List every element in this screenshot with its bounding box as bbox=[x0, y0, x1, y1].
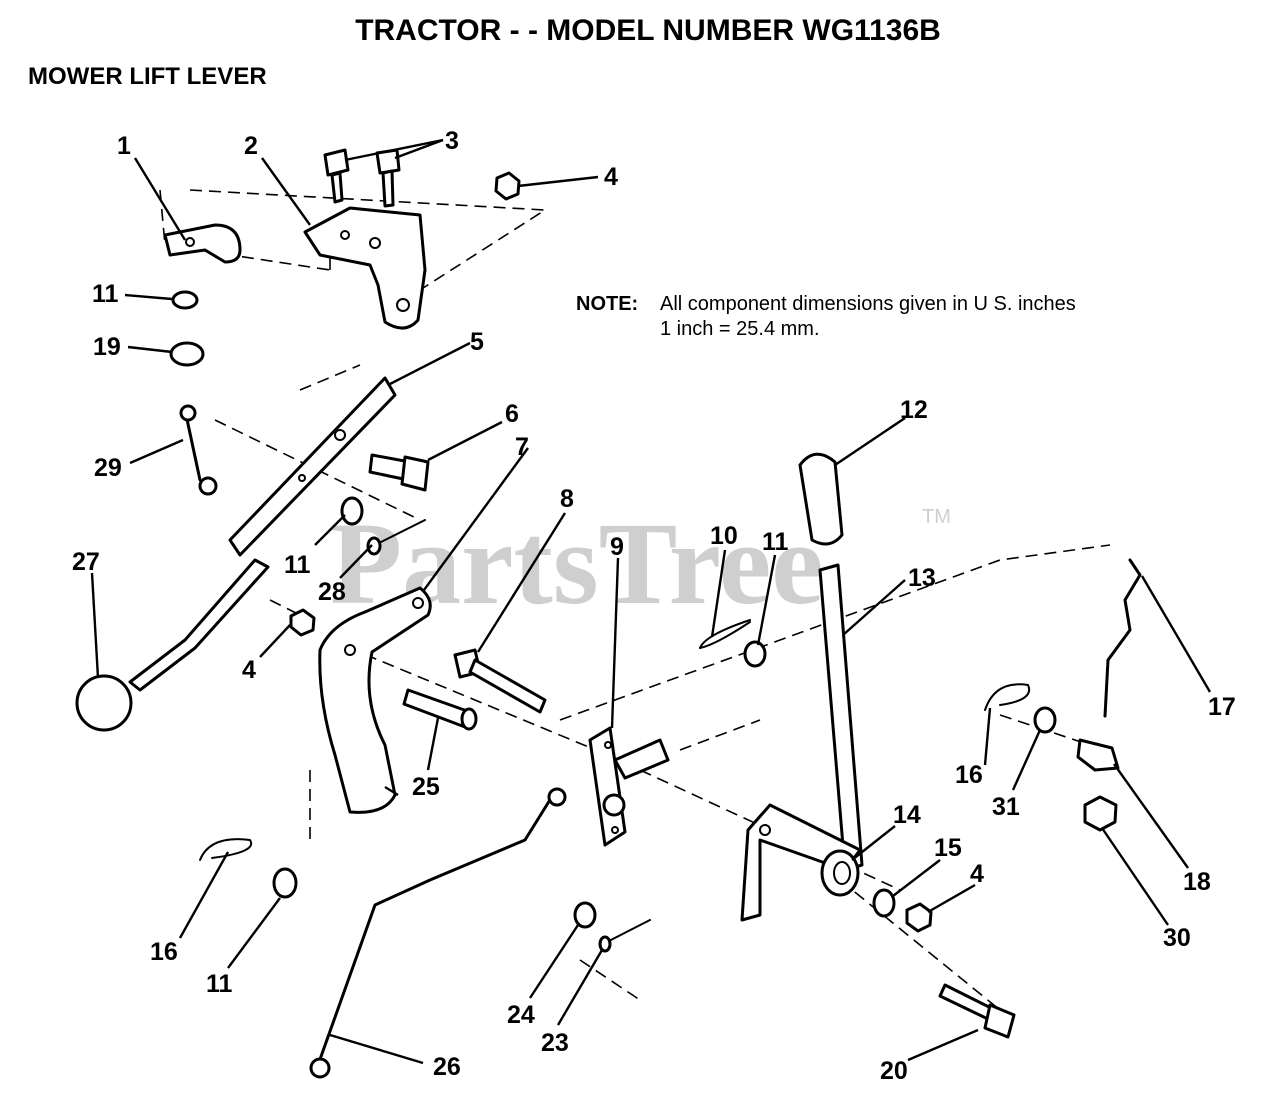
page-title: TRACTOR - - MODEL NUMBER WG1136B bbox=[355, 14, 941, 47]
callout-25: 25 bbox=[412, 773, 440, 801]
callout-15: 15 bbox=[934, 834, 962, 862]
section-title: MOWER LIFT LEVER bbox=[28, 63, 267, 90]
callout-14: 14 bbox=[893, 801, 921, 829]
callout-11: 11 bbox=[92, 280, 119, 308]
part-16-hairpin-clips bbox=[199, 683, 1031, 861]
part-31-washer bbox=[1033, 706, 1057, 734]
part-10-cotter-pin bbox=[699, 619, 751, 649]
callout-4: 4 bbox=[604, 163, 618, 191]
callout-29: 29 bbox=[94, 454, 122, 482]
part-29-link bbox=[179, 404, 218, 496]
part-4-nuts bbox=[289, 171, 933, 933]
part-5-lift-lever bbox=[128, 376, 397, 692]
part-28-pin bbox=[366, 519, 426, 556]
callout-11: 11 bbox=[206, 970, 233, 998]
callout-7: 7 bbox=[515, 433, 529, 461]
callout-26: 26 bbox=[433, 1053, 461, 1081]
callout-24: 24 bbox=[507, 1001, 535, 1029]
part-23-pin bbox=[598, 919, 651, 953]
callout-2: 2 bbox=[244, 132, 258, 160]
part-13-handle-lever bbox=[740, 563, 864, 922]
callout-3: 3 bbox=[445, 127, 459, 155]
part-19-nut bbox=[169, 341, 205, 367]
part-15-washer bbox=[872, 888, 896, 918]
part-18-ferrule bbox=[1076, 738, 1120, 772]
callout-11: 11 bbox=[762, 528, 789, 556]
part-6-bolt bbox=[368, 453, 430, 492]
leader-lines bbox=[90, 138, 1212, 1065]
part-17-rod bbox=[1103, 558, 1142, 718]
part-12-grip bbox=[798, 452, 844, 546]
callout-4: 4 bbox=[970, 860, 984, 888]
callout-11: 11 bbox=[284, 551, 311, 579]
part-8-bolt bbox=[453, 648, 547, 714]
callout-23: 23 bbox=[541, 1029, 569, 1057]
part-26-link-rod bbox=[309, 787, 567, 1079]
callout-8: 8 bbox=[560, 485, 574, 513]
watermark-tm: TM bbox=[922, 506, 951, 528]
callout-31: 31 bbox=[992, 793, 1020, 821]
note-label: NOTE: bbox=[576, 293, 638, 315]
part-20-bolt bbox=[938, 983, 1016, 1039]
callout-5: 5 bbox=[470, 328, 484, 356]
callout-28: 28 bbox=[318, 578, 346, 606]
part-30-nut bbox=[1083, 795, 1118, 832]
callout-6: 6 bbox=[505, 400, 519, 428]
part-7-lever-plate bbox=[318, 586, 432, 814]
callout-17: 17 bbox=[1208, 693, 1236, 721]
part-11-washers bbox=[171, 290, 767, 899]
callout-20: 20 bbox=[880, 1057, 908, 1085]
part-25-spacer bbox=[402, 688, 478, 731]
part-27-knob bbox=[75, 674, 133, 732]
part-9-bracket bbox=[588, 726, 670, 847]
callouts: 1 2 3 4 11 19 5 29 6 7 11 28 27 4 8 9 10… bbox=[72, 127, 1236, 1085]
note-line-1: All component dimensions given in U S. i… bbox=[660, 293, 1076, 315]
callout-9: 9 bbox=[610, 533, 624, 561]
part-14-bushing bbox=[820, 849, 860, 897]
part-1-clip bbox=[163, 223, 242, 264]
callout-16: 16 bbox=[150, 938, 178, 966]
part-3-bolts bbox=[323, 148, 401, 208]
callout-19: 19 bbox=[93, 333, 121, 361]
callout-18: 18 bbox=[1183, 868, 1211, 896]
callout-1: 1 bbox=[117, 132, 131, 160]
callout-12: 12 bbox=[900, 396, 928, 424]
note-line-2: 1 inch = 25.4 mm. bbox=[660, 318, 820, 340]
callout-10: 10 bbox=[710, 522, 738, 550]
callout-27: 27 bbox=[72, 548, 100, 576]
callout-13: 13 bbox=[908, 564, 936, 592]
part-24-washer bbox=[573, 901, 597, 929]
part-2-bracket bbox=[303, 206, 427, 330]
callout-16: 16 bbox=[955, 761, 983, 789]
callout-30: 30 bbox=[1163, 924, 1191, 952]
callout-4: 4 bbox=[242, 656, 256, 684]
